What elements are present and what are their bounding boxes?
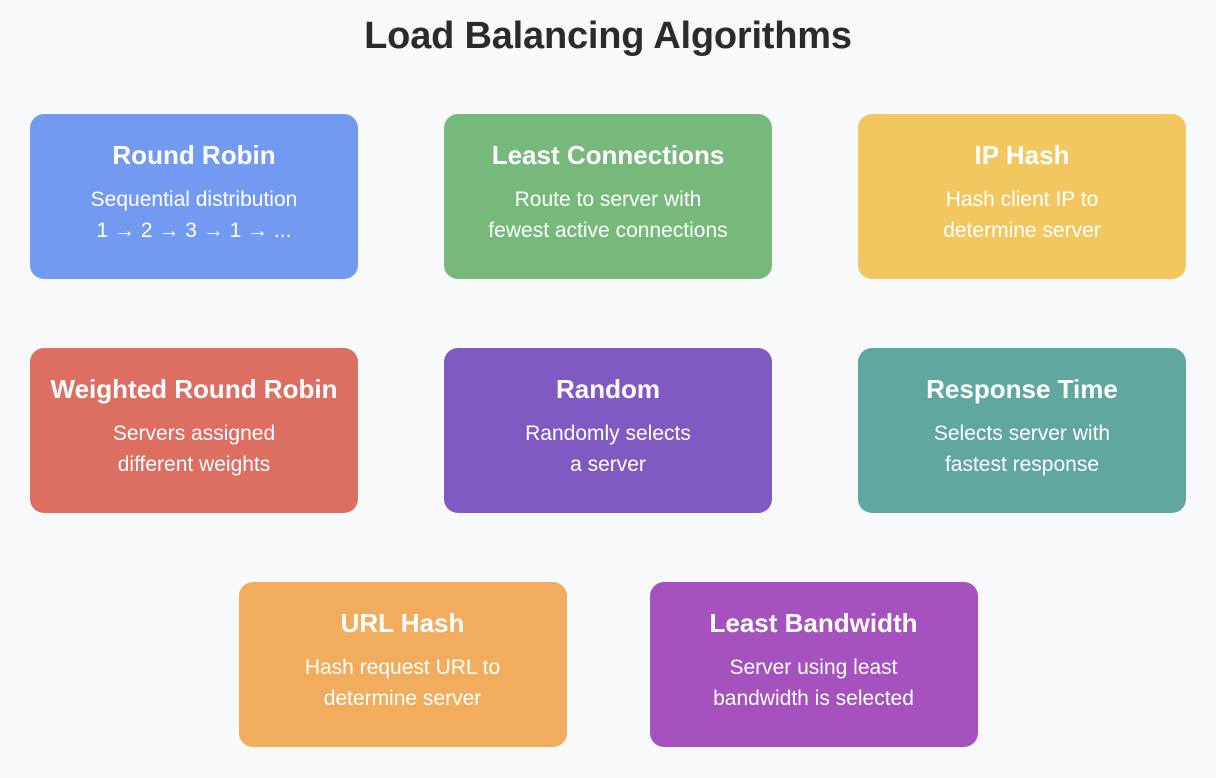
card-title: Least Bandwidth: [709, 608, 918, 638]
card-weighted-round-robin[interactable]: Weighted Round Robin Servers assigned di…: [30, 348, 358, 513]
card-url-hash[interactable]: URL Hash Hash request URL to determine s…: [238, 582, 567, 747]
card-description: Hash client IP to determine server: [943, 188, 1101, 242]
card-title: Least Connections: [491, 140, 725, 170]
card-title: Round Robin: [112, 140, 276, 170]
card-random[interactable]: Random Randomly selects a server: [444, 348, 772, 513]
card-least-connections[interactable]: Least Connections Route to server with f…: [444, 114, 772, 279]
card-title: URL Hash: [340, 608, 465, 638]
card-title: Random: [556, 374, 660, 404]
page-title: Load Balancing Algorithms: [364, 15, 852, 57]
card-description: Hash request URL to determine server: [304, 656, 501, 710]
card-description: Sequential distribution 1 → 2 → 3 → 1 → …: [90, 188, 298, 242]
card-response-time[interactable]: Response Time Selects server with fastes…: [858, 348, 1186, 513]
card-ip-hash[interactable]: IP Hash Hash client IP to determine serv…: [858, 114, 1186, 279]
algorithm-card-grid: Round Robin Sequential distribution 1 → …: [30, 114, 1186, 747]
card-description: Servers assigned different weights: [112, 422, 276, 476]
card-description: Selects server with fastest response: [933, 422, 1111, 476]
card-title: Weighted Round Robin: [50, 374, 338, 404]
card-title: Response Time: [926, 374, 1118, 404]
card-least-bandwidth[interactable]: Least Bandwidth Server using least bandw…: [649, 582, 978, 747]
card-description: Route to server with fewest active conne…: [488, 188, 728, 242]
card-row-1: Round Robin Sequential distribution 1 → …: [30, 114, 1186, 279]
card-description: Server using least bandwidth is selected: [713, 656, 914, 710]
card-round-robin[interactable]: Round Robin Sequential distribution 1 → …: [30, 114, 358, 279]
card-row-2: Weighted Round Robin Servers assigned di…: [30, 348, 1186, 513]
card-title: IP Hash: [974, 140, 1070, 170]
card-row-3: URL Hash Hash request URL to determine s…: [30, 582, 1186, 747]
card-description: Randomly selects a server: [525, 422, 691, 476]
